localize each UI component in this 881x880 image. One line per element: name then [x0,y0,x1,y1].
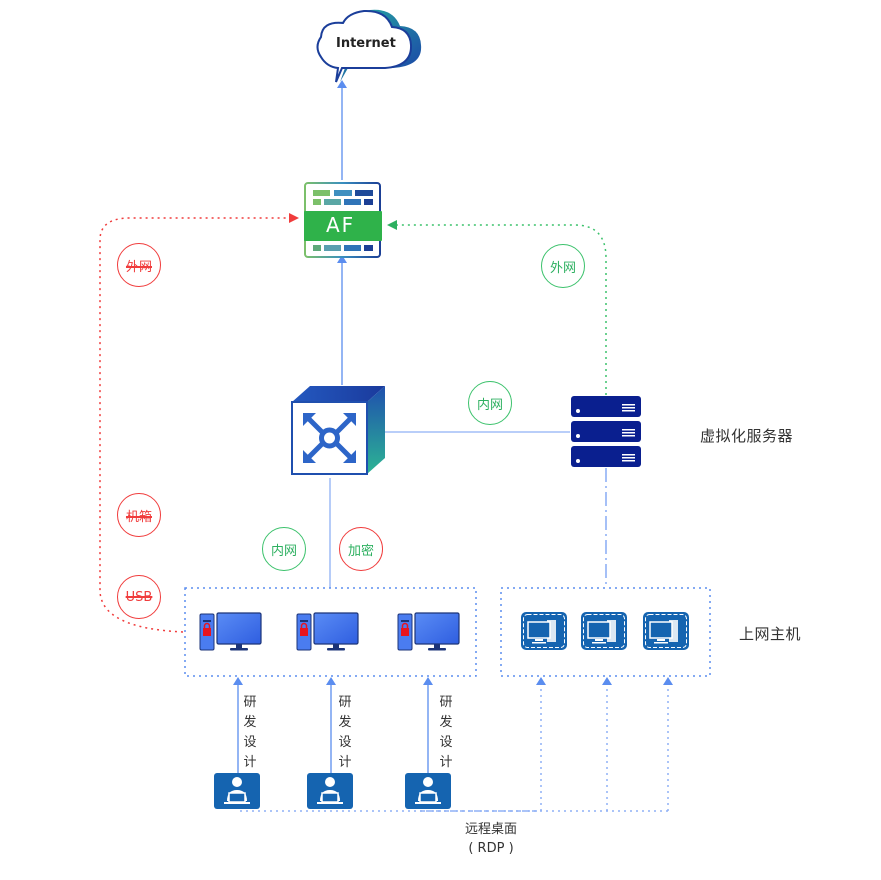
user-label-1: 研发设计 [243,695,257,770]
badge-blocked-external: 外网 [117,243,161,287]
badge-blocked-usb: USB [117,575,161,619]
link-user-pc-1 [233,677,243,773]
link-switch-firewall [337,255,347,385]
badge-server-external: 外网 [541,244,585,288]
badge-blocked-chassis: 机箱 [117,493,161,537]
link-rdp-bus [240,677,673,812]
link-user-pc-3 [423,677,433,773]
virtual-desktop-icon [521,612,567,650]
badge-pc-encrypted: 加密 [339,527,383,571]
firewall-icon [304,182,382,258]
rdp-label-line1: 远程桌面 [464,822,517,837]
user-at-laptop-icon [307,773,353,809]
internet-hosts-label: 上网主机 [739,625,802,643]
locked-desktop-pc-icon [397,612,460,651]
link-server-firewall-external [387,220,607,395]
virtual-desktop-icon [643,612,689,650]
internet-label: Internet [336,36,396,51]
user-at-laptop-icon [214,773,260,809]
user-label-2: 研发设计 [338,695,352,770]
link-pcs-firewall-blocked [99,213,299,633]
user-label-3: 研发设计 [439,695,453,770]
badge-switch-intranet: 内网 [468,381,512,425]
firewall-label: AF [326,213,356,237]
badge-pc-intranet: 内网 [262,527,306,571]
rdp-label: 远程桌面 ( RDP ) [441,820,541,858]
server-rack-icon [571,396,641,467]
user-at-laptop-icon [405,773,451,809]
rdp-label-line2: ( RDP ) [468,841,514,856]
locked-desktop-pc-icon [296,612,359,651]
virtual-server-label: 虚拟化服务器 [700,427,794,445]
rd-pc-group-frame [184,587,477,677]
link-firewall-internet [337,80,347,180]
cloud-icon [316,9,422,83]
internet-host-group-frame [500,587,711,677]
virtual-desktop-icon [581,612,627,650]
locked-desktop-pc-icon [199,612,262,651]
link-user-pc-2 [326,677,336,773]
switch-icon [291,386,385,475]
